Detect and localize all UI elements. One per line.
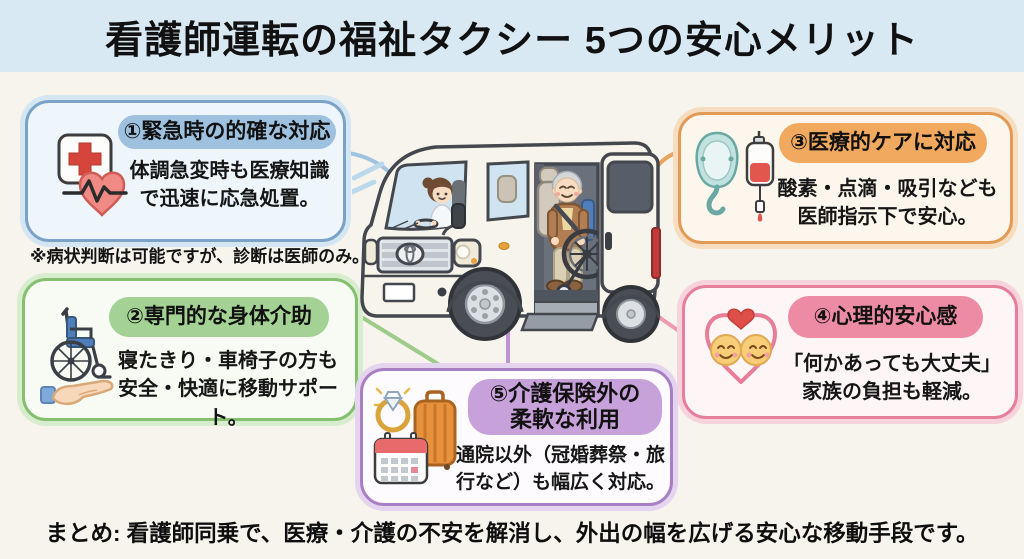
summary-text: まとめ: 看護師同乗で、医療・介護の不安を解消し、外出の幅を広げる安心な移動手段… (45, 521, 979, 546)
side-mirror (451, 203, 466, 229)
tail-light (651, 227, 661, 279)
benefit-title: ④心理的安心感 (788, 296, 983, 338)
benefit-card-3: ③医療的ケアに対応 酸素・点滴・吸引なども 医師指示下で安心。 (678, 112, 1013, 244)
benefit-title: ②専門的な身体介助 (109, 297, 329, 337)
benefit-body: 酸素・点滴・吸引なども 医師指示下で安心。 (777, 178, 998, 229)
front-wheel (446, 267, 524, 341)
wheelchair-hand-icon (40, 307, 114, 406)
elderly-passenger (534, 164, 598, 314)
benefit-body: 通院以外（冠婚葬祭・旅 行など）も幅広く対応。 (455, 445, 665, 493)
boarding-step (520, 312, 600, 332)
benefit-title: ⑤介護保険外の 柔軟な利用 (468, 379, 662, 435)
benefit-card-4: ④心理的安心感 「何かあっても大丈夫」 家族の負担も軽減。 (682, 285, 1018, 419)
rear-wheel (601, 285, 661, 343)
benefit-title: ③医療的ケアに対応 (779, 123, 987, 163)
header-band: 看護師運転の福祉タクシー 5つの安心メリット (0, 0, 1024, 72)
medical-note: ※病状判断は可能ですが、診断は医師のみ。 (30, 247, 370, 266)
speed-lines-icon (352, 161, 385, 195)
benefit-card-5: ⑤介護保険外の 柔軟な利用 通院以外（冠婚葬祭・旅 行など）も幅広く対応。 (360, 368, 673, 506)
page-title: 看護師運転の福祉タクシー 5つの安心メリット (105, 19, 919, 62)
benefit-body: 「何かあっても大丈夫」 家族の負担も軽減。 (783, 353, 1001, 404)
benefit-title: ①緊急時の的確な対応 (118, 115, 336, 149)
benefit-card-2: ②専門的な身体介助 寝たきり・車椅子の方も 安全・快適に移動サポート。 (22, 278, 358, 429)
smiling-faces-heart-icon (705, 308, 777, 384)
license-plate (382, 282, 416, 303)
door-handle (605, 232, 612, 250)
first-aid-heart-icon (57, 133, 128, 217)
ring-suitcase-calendar-icon (373, 387, 457, 485)
oxygen-iv-icon (695, 131, 775, 222)
maker-logo-icon (395, 242, 425, 266)
wiper-icon (391, 220, 419, 230)
taxi-van-illustration (352, 141, 661, 343)
benefit-card-1: ①緊急時の的確な対応 体調急変時も医療知識 で迅速に応急処置。 (25, 100, 346, 242)
benefit-body: 体調急変時も医療知識 で迅速に応急処置。 (129, 160, 330, 211)
benefit-body: 寝たきり・車椅子の方も 安全・快適に移動サポート。 (118, 350, 338, 429)
